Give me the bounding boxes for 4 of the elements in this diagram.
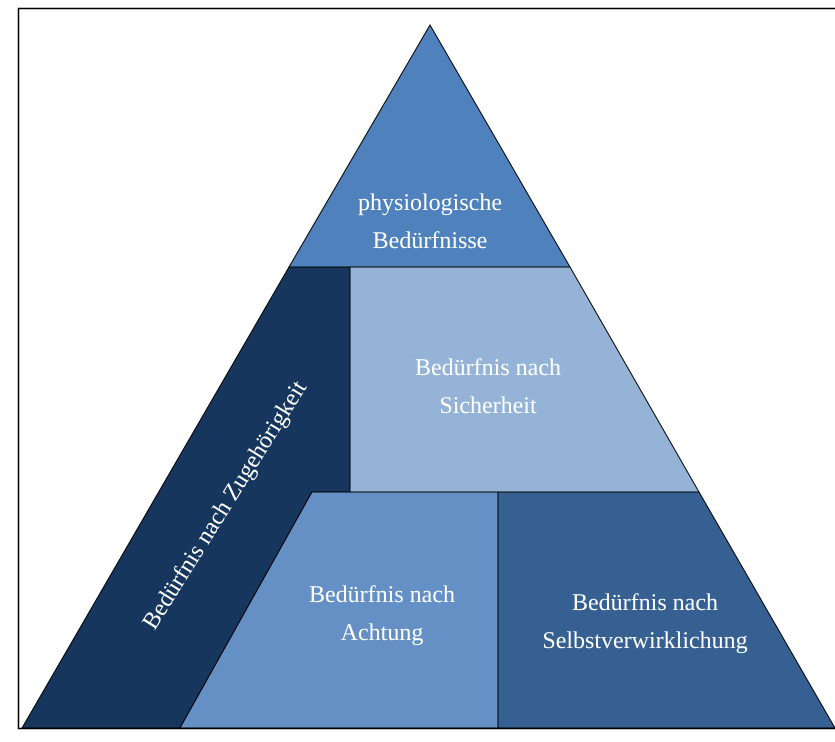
segment-label: Bedürfnis nach Achtung <box>308 580 456 648</box>
segment-label: physiologische Bedürfnisse <box>357 188 503 256</box>
segment-label: Bedürfnis nach Selbstverwirklichung <box>541 588 749 656</box>
segment-label: Bedürfnis nach Sicherheit <box>414 354 562 421</box>
